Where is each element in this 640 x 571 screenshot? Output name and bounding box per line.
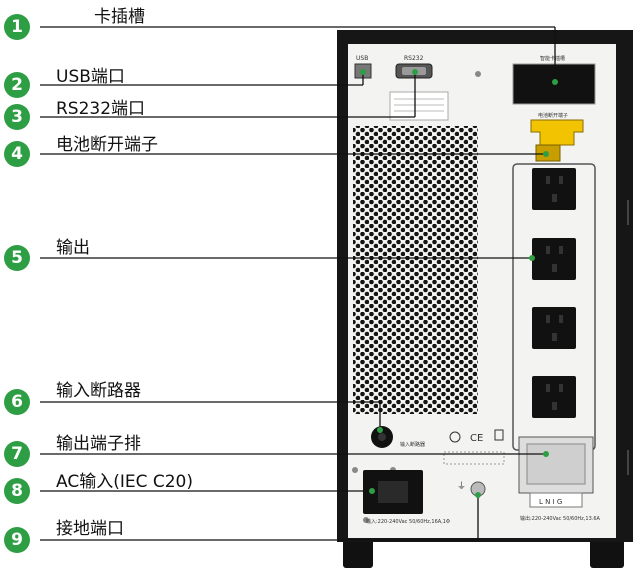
input-rating-text: 输入:220-240Vac 50/60Hz,16A,1Φ	[366, 518, 450, 525]
output-outlet-2[interactable]	[532, 238, 576, 280]
callout-badge-1: 1	[4, 14, 30, 40]
callout-badge-9: 9	[4, 527, 30, 553]
input-breaker-label: 输入断路器	[400, 441, 425, 448]
callout-label-output-terminal: 输出端子排	[56, 429, 141, 454]
battery-terminal-label: 电池断开端子	[538, 112, 568, 119]
rs232-port-label: RS232	[404, 55, 424, 62]
callout-label-ground-port: 接地端口	[56, 514, 124, 539]
ce-mark: CE	[470, 433, 483, 444]
callout-badge-5: 5	[4, 245, 30, 271]
callout-badge-8: 8	[4, 478, 30, 504]
callout-badge-3: 3	[4, 104, 30, 130]
usb-port-label: USB	[356, 55, 368, 62]
callout-label-usb-port: USB端口	[56, 62, 125, 87]
callout-badge-4: 4	[4, 141, 30, 167]
output-rating-text: 输出:220-240Vac 50/60Hz,13.6A	[520, 515, 601, 522]
callout-badge-7: 7	[4, 441, 30, 467]
terminal-block-label: L N I G	[539, 498, 562, 506]
callout-label-card-slot: 卡插槽	[94, 2, 145, 27]
callout-label-ac-input: AC输入(IEC C20)	[56, 467, 193, 492]
callout-badge-2: 2	[4, 72, 30, 98]
svg-text:⏚: ⏚	[457, 481, 466, 492]
callout-badge-6: 6	[4, 389, 30, 415]
callout-label-input-breaker: 输入断路器	[56, 376, 141, 401]
callout-label-rs232-port: RS232端口	[56, 94, 145, 119]
spec-sticker	[390, 92, 448, 120]
card-slot-label: 智能卡插槽	[540, 55, 565, 62]
callout-label-battery-terminal: 电池断开端子	[56, 130, 158, 155]
output-outlet-1[interactable]	[532, 168, 576, 210]
output-outlet-4[interactable]	[532, 376, 576, 418]
output-outlet-3[interactable]	[532, 307, 576, 349]
ventilation-grille	[353, 126, 478, 414]
callout-label-output: 输出	[56, 233, 90, 258]
